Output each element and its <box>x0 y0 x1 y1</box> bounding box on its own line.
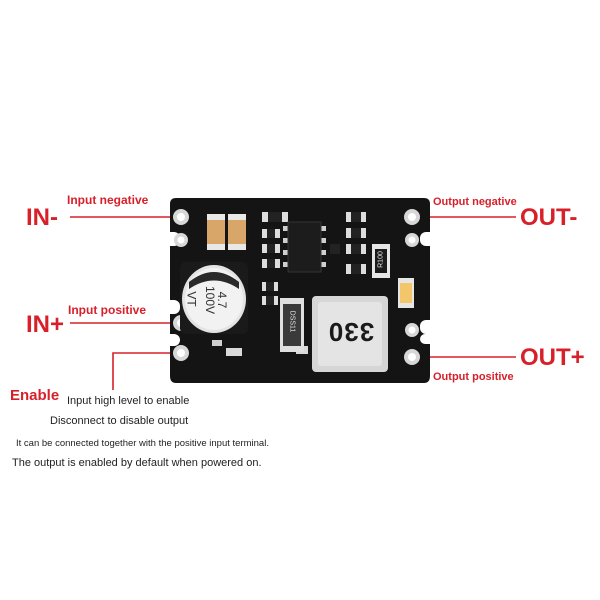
note-connect: It can be connected together with the po… <box>16 438 269 449</box>
capacitor-voltage: 100V <box>203 285 217 315</box>
label-in-plus: IN+ <box>26 311 65 338</box>
diode-code: DSS11 <box>288 310 296 333</box>
ic-chip <box>283 221 326 273</box>
indicator-led <box>398 278 414 308</box>
capacitor-value: 4.7 <box>215 291 229 309</box>
pad-out-plus-2 <box>404 349 420 365</box>
label-in-minus: IN- <box>26 204 58 231</box>
label-input-negative: Input negative <box>67 193 149 207</box>
label-output-positive: Output positive <box>433 371 514 383</box>
pad-in-minus <box>173 209 189 225</box>
pad-out-minus-2 <box>405 233 419 247</box>
label-input-positive: Input positive <box>68 303 146 317</box>
line-enable <box>112 352 178 390</box>
note-default: The output is enabled by default when po… <box>12 457 262 469</box>
pad-out-minus <box>404 209 420 225</box>
label-enable: Enable <box>10 387 60 404</box>
label-out-minus: OUT- <box>520 204 578 231</box>
note-enable-disconnect: Disconnect to disable output <box>50 415 189 427</box>
inductor-code: 330 <box>327 317 375 347</box>
smd-resistors-left <box>262 229 280 268</box>
power-inductor <box>312 296 388 372</box>
label-out-plus: OUT+ <box>520 344 585 371</box>
capacitor-series: VT <box>184 291 199 307</box>
pad-enable <box>173 345 189 361</box>
pad-in-minus-2 <box>174 233 188 247</box>
capacitor-marking: 4.7 100V <box>200 276 229 324</box>
electrolytic-capacitor <box>180 262 248 334</box>
smd-parts-right <box>330 212 366 274</box>
resistor-code: R100 <box>377 251 385 268</box>
label-output-negative: Output negative <box>433 196 517 208</box>
schottky-diode <box>280 298 304 352</box>
pad-out-plus <box>405 323 419 337</box>
shunt-resistor <box>372 244 390 278</box>
smd-capacitor-pair <box>207 214 246 250</box>
note-enable-high: Input high level to enable <box>67 395 190 407</box>
smd-resistor-top <box>262 212 288 222</box>
